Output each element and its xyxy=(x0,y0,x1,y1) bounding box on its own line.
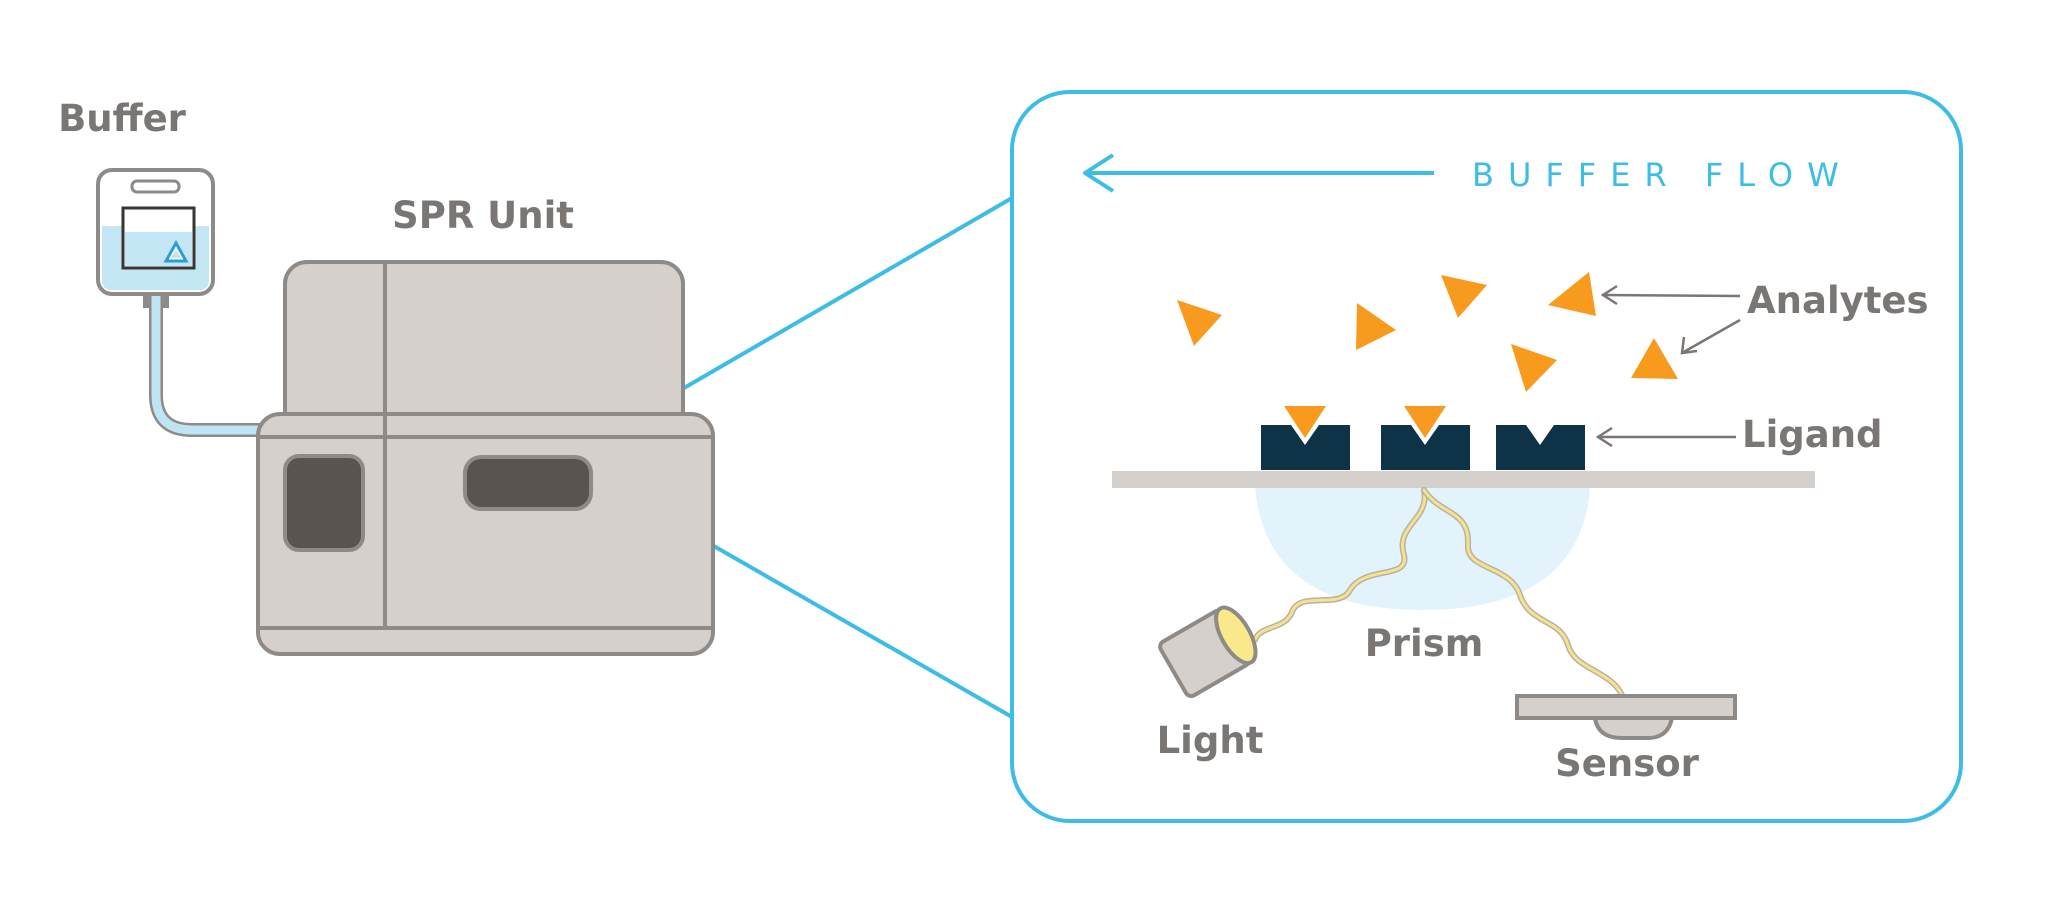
analyte xyxy=(1177,300,1222,346)
sensor-icon xyxy=(1515,694,1737,740)
buffer-flow-label: BUFFER FLOW xyxy=(1472,156,1853,194)
ligand-label: Ligand xyxy=(1742,413,1883,456)
machine-side-window xyxy=(283,454,365,552)
ligand xyxy=(1496,425,1585,470)
prism-label: Prism xyxy=(1365,622,1484,665)
analyte xyxy=(1548,272,1596,316)
analyte-bound xyxy=(1284,406,1326,438)
zoom-line-bottom xyxy=(711,543,1013,719)
ligands xyxy=(1261,425,1585,470)
spr-unit-machine xyxy=(256,196,1014,719)
left-arrow-icon xyxy=(1083,153,1434,193)
ligand xyxy=(1381,425,1470,470)
light-source-icon xyxy=(1158,605,1258,699)
zoom-line-top xyxy=(682,196,1014,390)
sensor-chip-surface xyxy=(1112,471,1815,488)
analyte-bound xyxy=(1404,406,1446,438)
analyte xyxy=(1511,344,1557,392)
warning-triangle-icon xyxy=(163,239,189,263)
analytes-label: Analytes xyxy=(1747,279,1929,322)
sensor-label: Sensor xyxy=(1555,742,1700,785)
buffer-tube xyxy=(149,289,269,437)
buffer-label: Buffer xyxy=(58,97,187,140)
analyte xyxy=(1631,338,1678,379)
analyte xyxy=(1441,275,1487,318)
light-label: Light xyxy=(1157,719,1264,762)
machine-front-window xyxy=(463,455,593,511)
ligand-pointer xyxy=(1595,426,1736,448)
analytes-pointers xyxy=(1600,284,1741,355)
ligand xyxy=(1261,425,1350,470)
analyte xyxy=(1356,303,1396,350)
zoom-panel xyxy=(1010,90,1963,823)
spr-unit-label: SPR Unit xyxy=(392,194,574,237)
analytes xyxy=(1177,272,1678,392)
buffer-bag-icon xyxy=(96,168,215,308)
light-rays xyxy=(1252,487,1625,698)
